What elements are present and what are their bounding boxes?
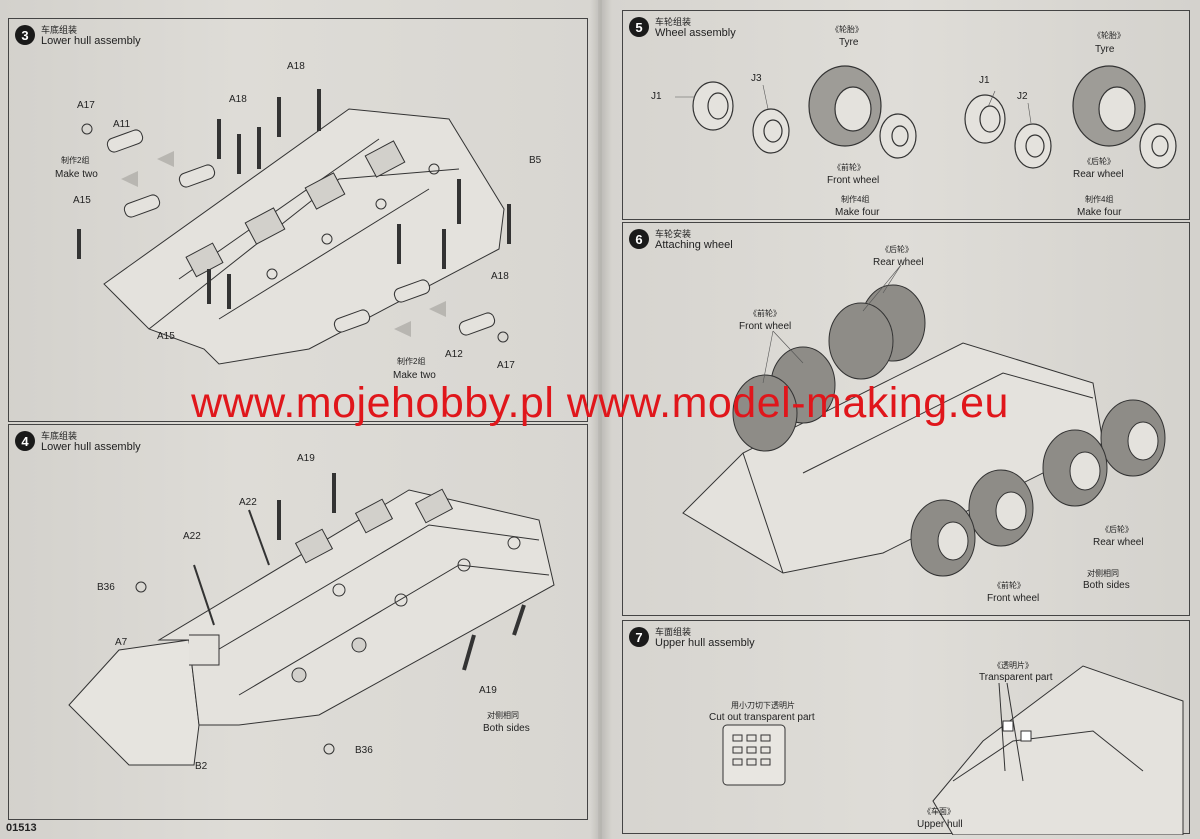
- step-number: 5: [629, 17, 649, 37]
- note-make-four-en: Make four: [1077, 207, 1122, 218]
- label-tyre-en: Tyre: [1095, 44, 1115, 55]
- part-label-b36: B36: [355, 745, 373, 756]
- label-rear-wheel-en: Rear wheel: [1093, 537, 1144, 548]
- label-rear-wheel-cn: 《后轮》: [1101, 525, 1133, 534]
- note-both-sides-cn: 对侧相同: [487, 711, 519, 720]
- part-label-j1: J1: [651, 91, 662, 102]
- part-label-b36: B36: [97, 582, 115, 593]
- part-label-a19: A19: [479, 685, 497, 696]
- part-label-j2: J2: [1017, 91, 1028, 102]
- step-4-header: 4 车底组装 Lower hull assembly: [15, 431, 141, 454]
- lower-hull-drawing-step3: [77, 89, 511, 365]
- part-label-a19: A19: [297, 453, 315, 464]
- label-upper-hull-cn: 《车面》: [923, 807, 955, 816]
- part-label-a15: A15: [73, 195, 91, 206]
- note-make-two-en: Make two: [55, 169, 98, 180]
- wheel-assembly-drawing: [675, 65, 1177, 169]
- note-cut-transparent-en: Cut out transparent part: [709, 712, 815, 723]
- part-label-a18: A18: [229, 94, 247, 105]
- label-rear-wheel-cn: 《后轮》: [1083, 157, 1115, 166]
- step-7-header: 7 车面组装 Upper hull assembly: [629, 627, 755, 650]
- step-6-header: 6 车轮安装 Attaching wheel: [629, 229, 733, 252]
- step-title-cn: 车面组装: [655, 627, 692, 637]
- watermark-text: www.mojehobby.pl www.model-making.eu: [191, 379, 1009, 427]
- note-both-sides-cn: 对侧相同: [1087, 569, 1119, 578]
- part-label-a12: A12: [445, 349, 463, 360]
- label-front-wheel-en: Front wheel: [827, 175, 880, 186]
- note-make-two-cn: 制作2组: [397, 357, 426, 366]
- step-number: 4: [15, 431, 35, 451]
- page-fold: [590, 0, 612, 839]
- part-label-j3: J3: [751, 73, 762, 84]
- step-number: 6: [629, 229, 649, 249]
- part-label-a17: A17: [77, 100, 95, 111]
- label-upper-hull-en: Upper hull: [917, 819, 963, 830]
- upper-hull-drawing: [722, 665, 1184, 835]
- part-label-b5: B5: [529, 155, 542, 166]
- part-label-a17: A17: [497, 360, 515, 371]
- note-make-four-cn: 制作4组: [841, 195, 870, 204]
- step-3-panel: 3 车底组装 Lower hull assembly: [8, 18, 588, 422]
- step-4-panel: 4 车底组装 Lower hull assembly A19 A22 A22 B…: [8, 424, 588, 820]
- label-rear-wheel-cn: 《后轮》: [881, 245, 913, 254]
- note-make-four-cn: 制作4组: [1085, 195, 1114, 204]
- step-title-en: Upper hull assembly: [655, 637, 755, 649]
- label-front-wheel-en: Front wheel: [987, 593, 1040, 604]
- part-label-j1: J1: [979, 75, 990, 86]
- label-front-wheel-en: Front wheel: [739, 321, 792, 332]
- note-cut-transparent-cn: 用小刀切下透明片: [731, 701, 795, 710]
- step-5-header: 5 车轮组装 Wheel assembly: [629, 17, 736, 40]
- label-tyre-en: Tyre: [839, 37, 859, 48]
- step-title-en: Attaching wheel: [655, 239, 733, 251]
- part-label-a18: A18: [491, 271, 509, 282]
- label-rear-wheel-en: Rear wheel: [873, 257, 924, 268]
- step-6-panel: 6 车轮安装 Attaching wheel 《后轮》 Rear wheel 《…: [622, 222, 1190, 616]
- note-both-sides-en: Both sides: [1083, 580, 1130, 591]
- note-both-sides-en: Both sides: [483, 723, 530, 734]
- part-label-a11: A11: [113, 119, 131, 130]
- label-front-wheel-cn: 《前轮》: [993, 581, 1025, 590]
- part-label-a18: A18: [287, 61, 305, 72]
- note-make-four-en: Make four: [835, 207, 880, 218]
- note-make-two-en: Make two: [393, 370, 436, 381]
- part-label-a22: A22: [183, 531, 201, 542]
- label-transparent-part-en: Transparent part: [979, 672, 1053, 683]
- step-3-header: 3 车底组装 Lower hull assembly: [15, 25, 141, 48]
- lower-hull-drawing-step4: [68, 473, 555, 766]
- part-label-a22: A22: [239, 497, 257, 508]
- part-label-b2: B2: [195, 761, 208, 772]
- label-tyre-cn: 《轮胎》: [1093, 31, 1125, 40]
- step-title-cn: 车底组装: [41, 25, 78, 35]
- step-title-en: Wheel assembly: [655, 27, 736, 39]
- step-title-en: Lower hull assembly: [41, 35, 141, 47]
- note-make-two-cn: 制作2组: [61, 156, 90, 165]
- step-title-en: Lower hull assembly: [41, 441, 141, 453]
- label-front-wheel-cn: 《前轮》: [833, 163, 865, 172]
- label-rear-wheel-en: Rear wheel: [1073, 169, 1124, 180]
- part-label-a7: A7: [115, 637, 128, 648]
- part-label-a15: A15: [157, 331, 175, 342]
- step-5-panel: 5 车轮组装 Wheel assembly J1 J3 《轮胎》 Tyre 《前…: [622, 10, 1190, 220]
- attaching-wheel-drawing: [682, 264, 1166, 577]
- step-number: 7: [629, 627, 649, 647]
- label-tyre-cn: 《轮胎》: [831, 25, 863, 34]
- step-title-cn: 车轮组装: [655, 17, 692, 27]
- page-code: 01513: [6, 822, 37, 834]
- step-7-panel: 7 车面组装 Upper hull assembly 用小刀切下透明片 Cut …: [622, 620, 1190, 835]
- label-front-wheel-cn: 《前轮》: [749, 309, 781, 318]
- label-transparent-part-cn: 《透明片》: [993, 661, 1033, 670]
- step-title-cn: 车底组装: [41, 431, 78, 441]
- step-number: 3: [15, 25, 35, 45]
- step-title-cn: 车轮安装: [655, 229, 692, 239]
